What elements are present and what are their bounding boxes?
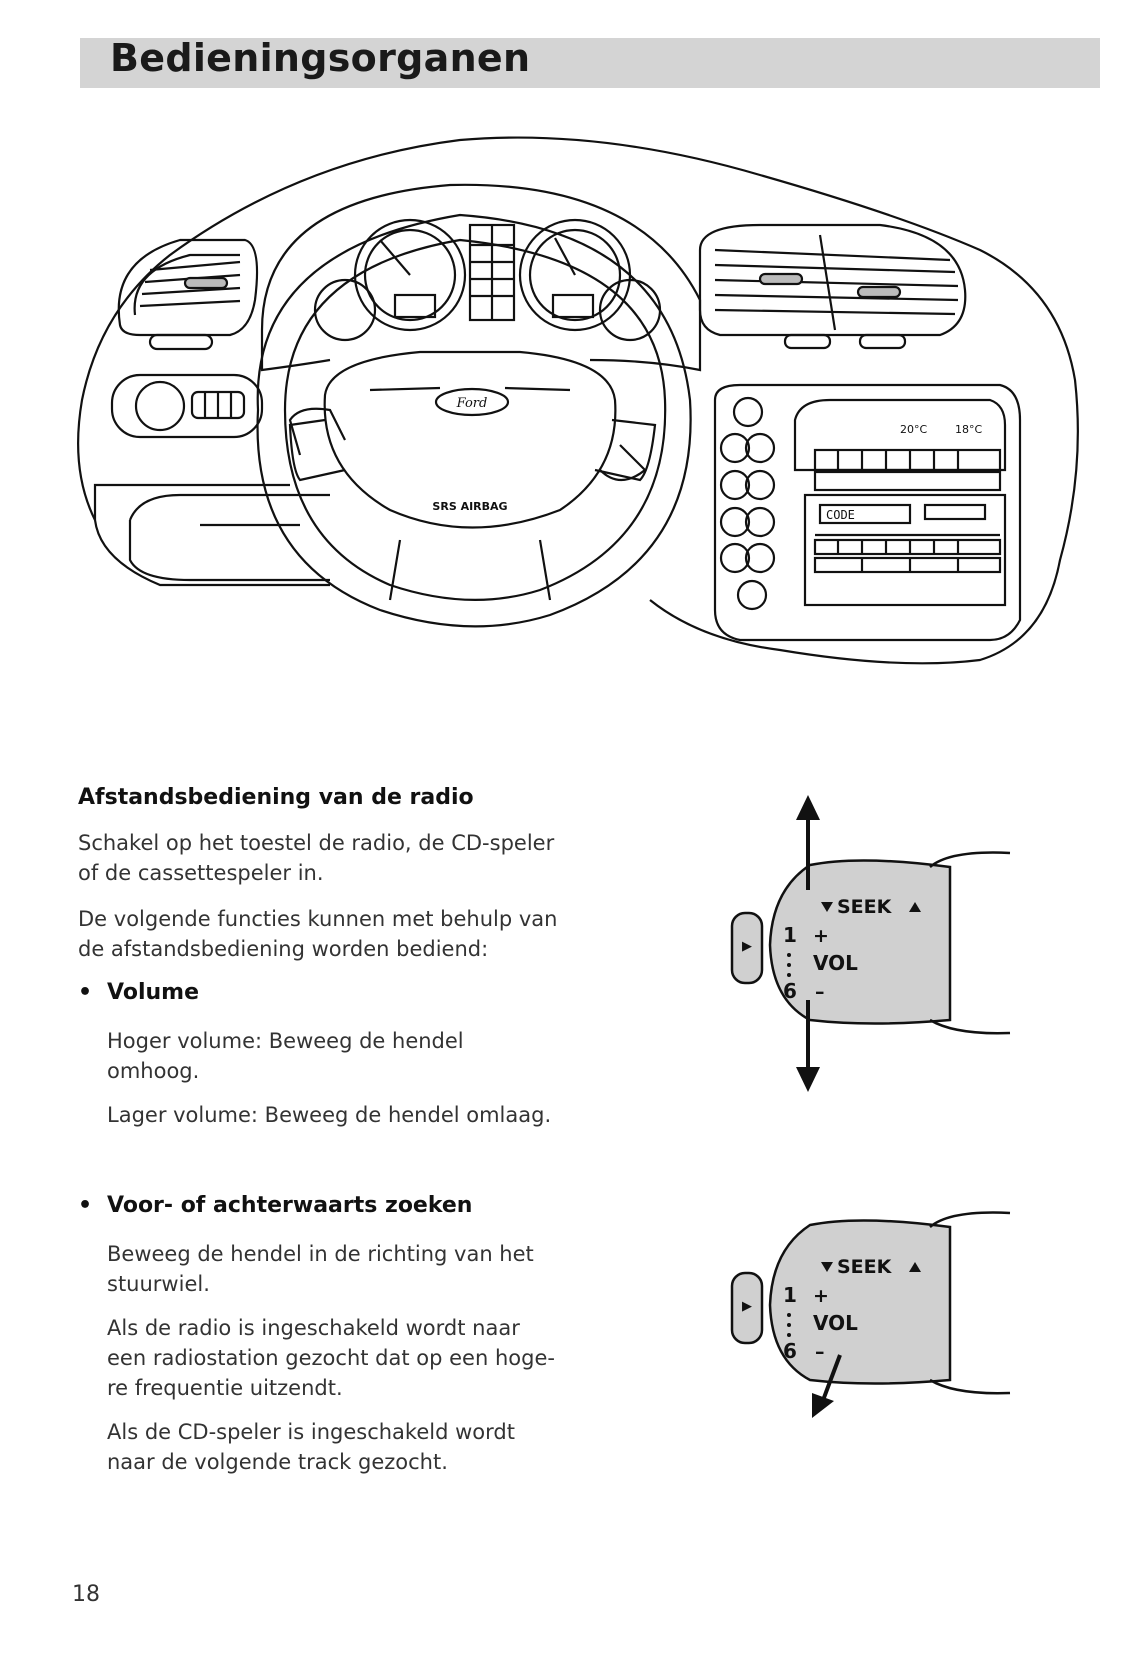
arrow-up-icon [796, 795, 820, 820]
seek-label: SEEK [837, 896, 893, 918]
bullet-dot: • [78, 1193, 93, 1218]
vol-minus: – [815, 1341, 825, 1363]
bullet-heading-seek: Voor- of achterwaarts zoeken [107, 1193, 473, 1218]
text-line: Als de radio is ingeschakeld wordt naar [107, 1316, 520, 1340]
radio-display: CODE [826, 508, 855, 522]
lever-diagram-volume: ▶ SEEK 1 6 + VOL – [730, 795, 1011, 1092]
preset-last: 6 [783, 979, 797, 1003]
vol-label: VOL [813, 1311, 858, 1335]
seek-down-icon [821, 1262, 833, 1272]
vol-minus: – [815, 981, 825, 1003]
vol-plus: + [813, 925, 829, 947]
play-icon: ▶ [742, 939, 752, 954]
volume-paragraph-1: Hoger volume: Beweeg de hendel omhoog. [107, 1026, 464, 1086]
bullet-dot: • [78, 980, 93, 1005]
text-line: of de cassettespeler in. [78, 861, 324, 885]
text-line: stuurwiel. [107, 1272, 210, 1296]
text-line: Schakel op het toestel de radio, de CD-s… [78, 831, 555, 855]
volume-paragraph-2: Lager volume: Beweeg de hendel omlaag. [107, 1100, 551, 1130]
section-heading: Afstandsbediening van de radio [78, 785, 474, 810]
seek-paragraph-1: Beweeg de hendel in de richting van het … [107, 1239, 534, 1299]
text-line: re frequentie uitzendt. [107, 1376, 343, 1400]
seek-paragraph-3: Als de CD-speler is ingeschakeld wordt n… [107, 1417, 515, 1477]
play-icon: ▶ [742, 1299, 752, 1314]
text-line: De volgende functies kunnen met behulp v… [78, 907, 558, 931]
brand-badge: Ford [456, 396, 488, 411]
dashboard-illustration: SRS AIRBAG Ford CODE 20°C 18°C [77, 136, 1079, 665]
arrow-down-icon [796, 1067, 820, 1092]
seek-paragraph-2: Als de radio is ingeschakeld wordt naar … [107, 1313, 555, 1403]
page-number: 18 [72, 1582, 100, 1607]
preset-first: 1 [783, 1283, 797, 1307]
vol-plus: + [813, 1285, 829, 1307]
seek-label: SEEK [837, 1256, 893, 1278]
vol-label: VOL [813, 951, 858, 975]
preset-last: 6 [783, 1339, 797, 1363]
climate-display-right: 18°C [955, 423, 982, 436]
text-line: Beweeg de hendel in de richting van het [107, 1242, 534, 1266]
seek-down-icon [821, 902, 833, 912]
intro-paragraph-1: Schakel op het toestel de radio, de CD-s… [78, 828, 554, 888]
text-line: naar de volgende track gezocht. [107, 1450, 448, 1474]
seek-up-icon [909, 902, 921, 912]
text-line: een radiostation gezocht dat op een hoge… [107, 1346, 555, 1370]
seek-up-icon [909, 1262, 921, 1272]
text-line: de afstandsbediening worden bediend: [78, 937, 489, 961]
text-line: omhoog. [107, 1059, 200, 1083]
lever-diagram-seek: ▶ SEEK 1 6 + VOL – [730, 1211, 1011, 1418]
bullet-heading-volume: Volume [107, 980, 199, 1005]
climate-display-left: 20°C [900, 423, 927, 436]
text-line: Lager volume: Beweeg de hendel omlaag. [107, 1103, 552, 1127]
arrow-toward-wheel-icon [812, 1393, 834, 1418]
text-line: Hoger volume: Beweeg de hendel [107, 1029, 464, 1053]
intro-paragraph-2: De volgende functies kunnen met behulp v… [78, 904, 557, 964]
preset-first: 1 [783, 923, 797, 947]
title-bar [80, 38, 1100, 88]
airbag-label: SRS AIRBAG [432, 500, 507, 513]
page-title: Bedieningsorganen [110, 36, 531, 80]
text-line: Als de CD-speler is ingeschakeld wordt [107, 1420, 515, 1444]
